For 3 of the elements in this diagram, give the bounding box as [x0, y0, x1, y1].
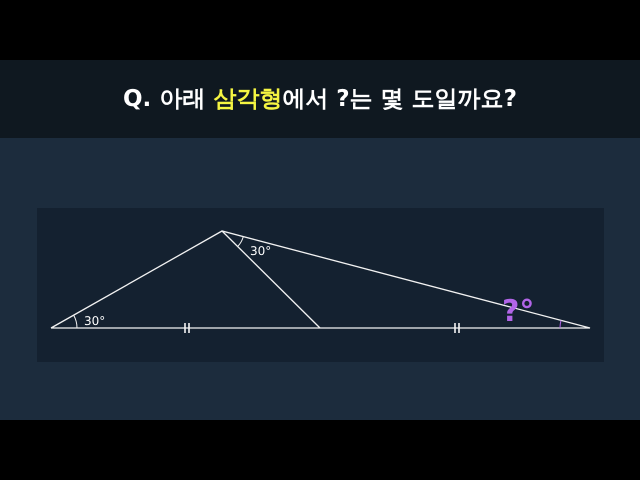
- angle-label: 30°: [250, 245, 272, 257]
- angle-label: 30°: [84, 315, 106, 327]
- question-title: Q. 아래 삼각형에서 ?는 몇 도일까요?: [122, 85, 518, 114]
